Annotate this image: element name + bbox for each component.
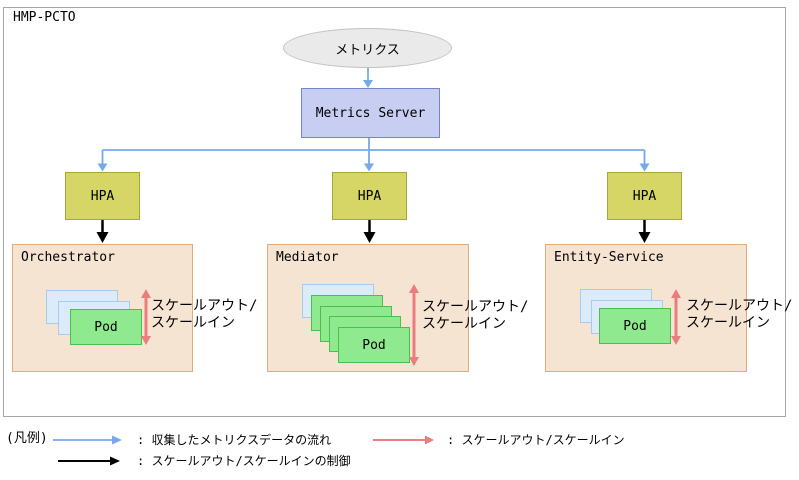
hpa-label: HPA (90, 188, 115, 204)
pod-box-entity-service: Pod (599, 308, 671, 344)
pod-box-mediator: Pod (338, 327, 410, 363)
pod-label: Pod (362, 337, 386, 353)
metrics-ellipse: メトリクス (283, 28, 452, 68)
scale-label-line2: スケールイン (151, 315, 235, 331)
pod-label: Pod (623, 318, 647, 334)
legend-scale-arrow (373, 435, 434, 445)
legend-control-arrow (58, 456, 120, 466)
frame-title: HMP-PCTO (13, 10, 76, 25)
scale-label-line1: スケールアウト/ (151, 298, 258, 314)
legend-label-scale-out-in: : スケールアウト/スケールイン (447, 433, 625, 447)
container-orchestrator-label: Orchestrator (21, 250, 115, 265)
scale-label-line1: スケールアウト/ (686, 298, 793, 314)
pod-box-orchestrator: Pod (70, 309, 142, 345)
hpa-box-orchestrator: HPA (65, 172, 140, 220)
scale-label-line2: スケールイン (686, 315, 770, 331)
hpa-label: HPA (357, 188, 382, 204)
hpa-box-entity-service: HPA (607, 172, 682, 220)
scale-label-line1: スケールアウト/ (422, 299, 529, 315)
hpa-box-mediator: HPA (332, 172, 407, 220)
container-entity-service-label: Entity-Service (554, 250, 664, 265)
scale-label-entity-service: スケールアウト/ スケールイン (686, 298, 792, 332)
scale-label-orchestrator: スケールアウト/ スケールイン (151, 298, 257, 332)
pod-label: Pod (94, 319, 118, 335)
legend-label-metrics-flow: : 収集したメトリクスデータの流れ (137, 433, 332, 447)
hpa-label: HPA (632, 188, 657, 204)
metrics-ellipse-label: メトリクス (335, 42, 400, 58)
container-mediator-label: Mediator (276, 250, 339, 265)
legend-label-scale-control: : スケールアウト/スケールインの制御 (137, 454, 351, 468)
scale-label-line2: スケールイン (422, 316, 506, 332)
legend-title: (凡例) (6, 431, 48, 446)
legend-metrics-flow-arrow (53, 435, 122, 445)
metrics-server-label: Metrics Server (315, 105, 426, 121)
metrics-server-box: Metrics Server (301, 88, 440, 138)
scale-label-mediator: スケールアウト/ スケールイン (422, 299, 528, 333)
